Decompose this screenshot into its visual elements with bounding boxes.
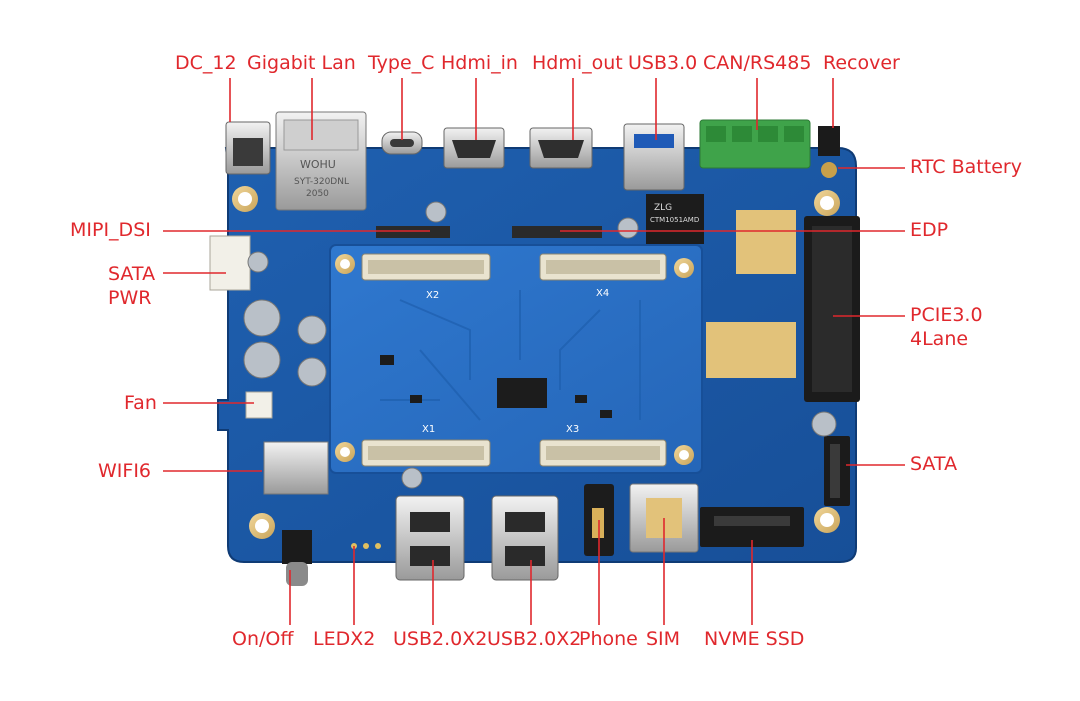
fan-connector [245, 391, 273, 419]
small-ic [410, 395, 422, 403]
label-sata-pwr: SATA PWR [108, 262, 155, 310]
label-usb2-right: USB2.0X2 [487, 628, 582, 650]
can-transceiver [646, 194, 704, 244]
can-chip-model-text: CTM1051AMD [650, 216, 699, 224]
label-fan: Fan [124, 392, 157, 414]
label-hdmi-out: Hdmi_out [532, 52, 623, 74]
b2b-connectors [361, 253, 667, 467]
label-sata-pwr-line1: SATA [108, 263, 156, 285]
shield-pad [736, 210, 796, 274]
sata-port [824, 436, 850, 506]
label-edp: EDP [910, 219, 949, 241]
rj45-brand-text: WOHU [300, 158, 336, 171]
label-nvme-ssd: NVME SSD [704, 628, 805, 650]
usb2-port-left [395, 495, 465, 581]
label-type-c: Type_C [368, 52, 435, 74]
wifi-module [263, 441, 329, 495]
center-ic [497, 378, 547, 408]
hdmi-out-port [529, 127, 593, 169]
silk-x3: X3 [566, 424, 579, 435]
label-phone: Phone [579, 628, 638, 650]
label-sata-pwr-line2: PWR [108, 287, 152, 309]
label-pcie-line2: 4Lane [910, 328, 969, 350]
rtc-battery [821, 162, 837, 178]
label-pcie: PCIE3.0 4Lane [910, 303, 983, 351]
label-sim: SIM [646, 628, 681, 650]
rj45-code-text: 2050 [306, 189, 329, 199]
leds [351, 543, 381, 549]
mounting-holes [232, 186, 840, 539]
label-mipi-dsi: MIPI_DSI [70, 219, 151, 241]
label-wifi6: WIFI6 [98, 460, 152, 482]
silk-x4: X4 [596, 288, 609, 299]
usb2-port-right [491, 495, 559, 581]
hdmi-in-port [443, 127, 505, 169]
module-holes [335, 254, 694, 465]
silk-x2: X2 [426, 290, 439, 301]
recover-header [818, 126, 840, 156]
label-sata: SATA [910, 453, 958, 475]
small-ic [575, 395, 587, 403]
label-on-off: On/Off [232, 628, 294, 650]
power-switch [282, 530, 312, 586]
small-ic [380, 355, 394, 365]
can-chip-brand-text: ZLG [654, 203, 672, 213]
silk-x1: X1 [422, 424, 435, 435]
pcie-slot [804, 216, 860, 402]
leader-lines [163, 78, 905, 625]
label-usb3: USB3.0 [628, 52, 698, 74]
shield-pad [706, 322, 796, 378]
label-usb2-left: USB2.0X2 [393, 628, 488, 650]
label-gigabit-lan: Gigabit Lan [247, 52, 356, 74]
nvme-slot [700, 507, 804, 547]
label-can-rs485: CAN/RS485 [703, 52, 812, 74]
rj45-model-text: SYT-320DNL [294, 177, 349, 187]
mipi-dsi-connector [376, 226, 450, 238]
label-hdmi-in: Hdmi_in [441, 52, 518, 74]
edp-connector [512, 226, 602, 238]
label-pcie-line1: PCIE3.0 [910, 304, 983, 326]
capacitors [243, 201, 837, 489]
label-rtc-battery: RTC Battery [910, 156, 1022, 178]
label-recover: Recover [823, 52, 900, 74]
small-ic [600, 410, 612, 418]
label-dc12: DC_12 [175, 52, 237, 74]
sata-pwr-connector [209, 235, 251, 291]
can-terminal [699, 119, 811, 169]
usb3-port [623, 123, 685, 191]
label-ledx2: LEDX2 [313, 628, 376, 650]
module-traces [380, 290, 641, 421]
